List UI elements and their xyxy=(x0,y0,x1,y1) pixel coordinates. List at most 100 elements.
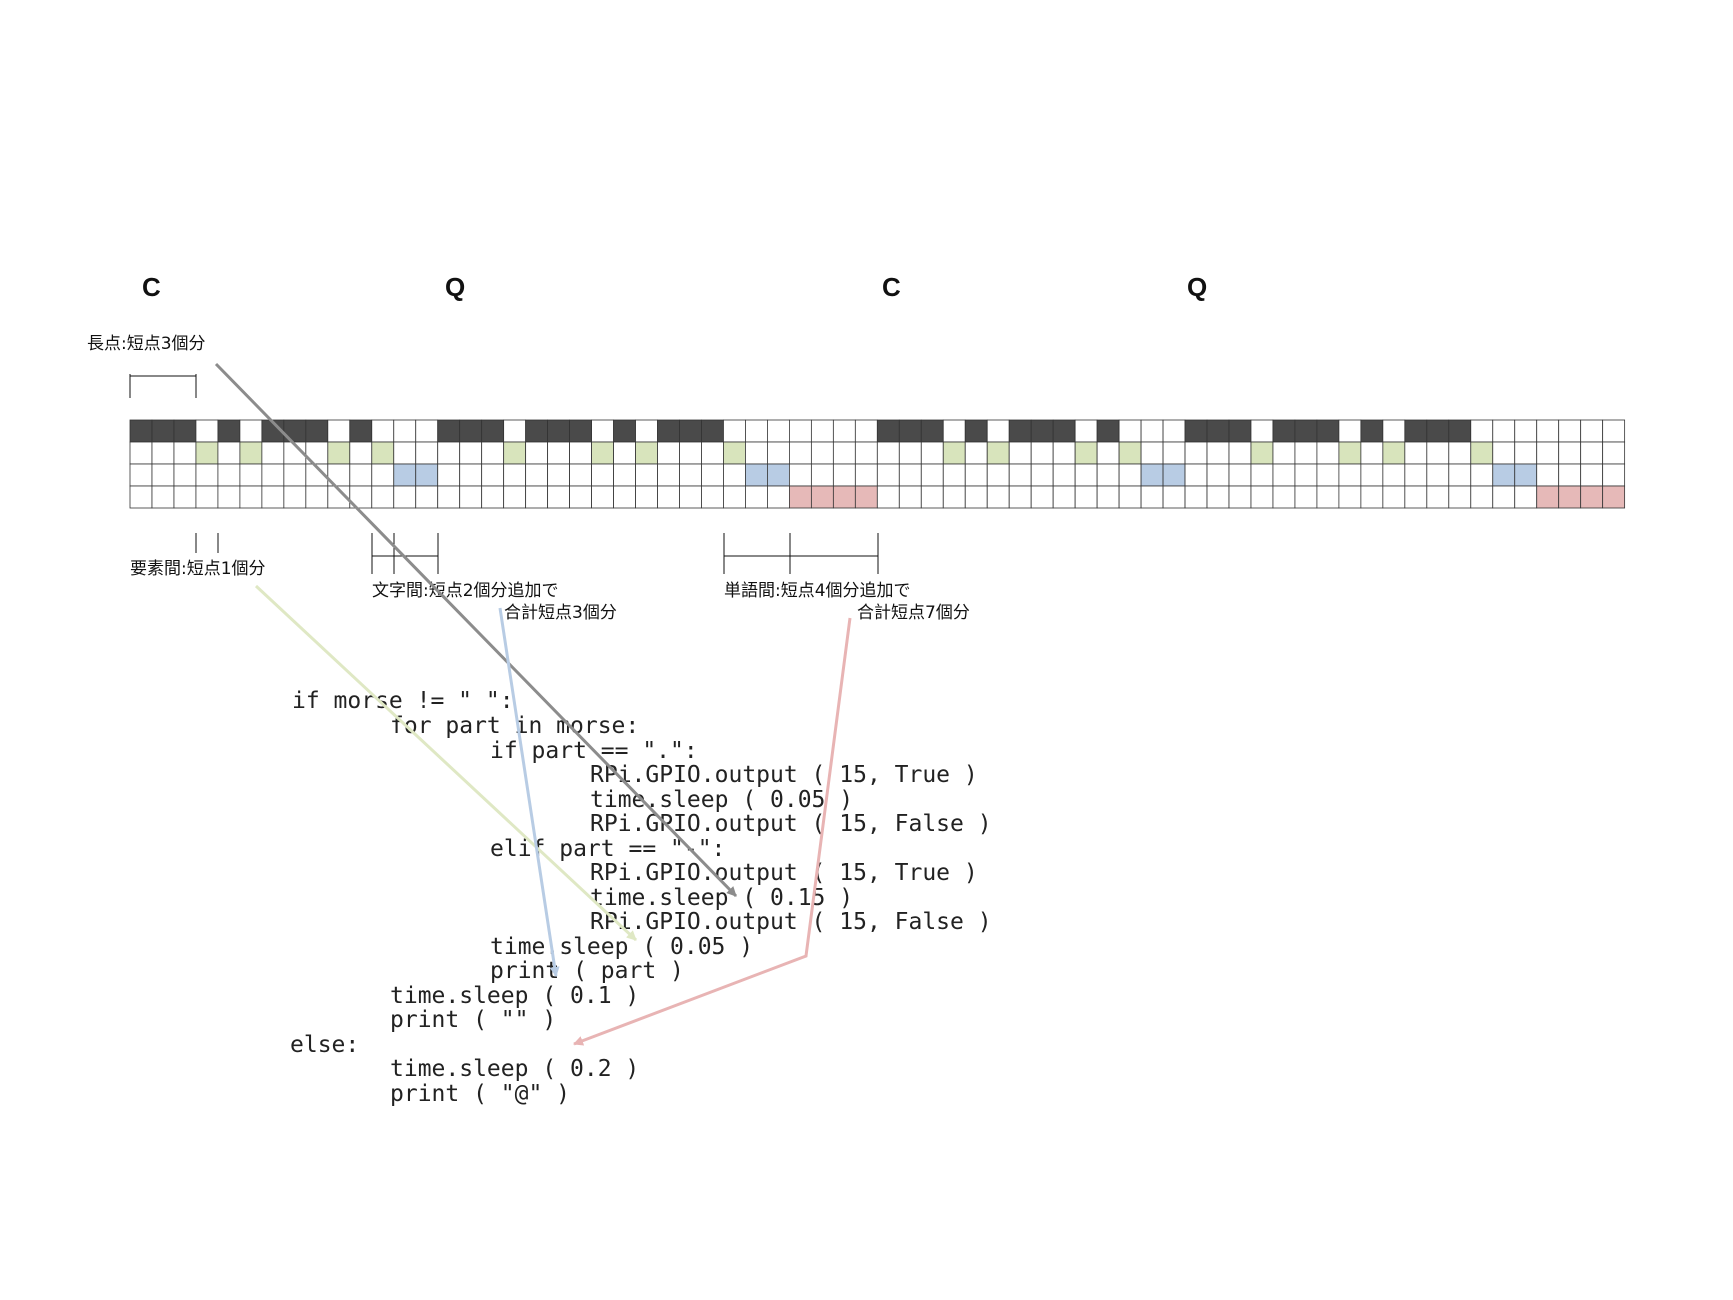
char-gap-row-cell xyxy=(1602,463,1626,487)
word-gap-row-cell xyxy=(371,485,395,509)
char-gap-row-cell xyxy=(173,463,197,487)
word-gap-row-cell xyxy=(239,485,263,509)
signal-row-cell xyxy=(1052,419,1076,443)
element-gap-row-cell xyxy=(1162,441,1186,465)
signal-row-cell xyxy=(1030,419,1054,443)
element-gap-row-cell xyxy=(635,441,658,465)
signal-row-cell xyxy=(964,419,988,443)
word-gap-row-cell xyxy=(723,485,746,509)
element-gap-row-cell xyxy=(1030,441,1054,465)
char-gap-row-cell xyxy=(415,463,439,487)
char-gap-row-cell xyxy=(723,463,746,487)
char-gap-row-cell xyxy=(920,463,944,487)
signal-row-cell xyxy=(1448,419,1472,443)
element-gap-row-cell xyxy=(393,441,417,465)
char-gap-row-cell xyxy=(832,463,856,487)
char-gap-row-cell xyxy=(1316,463,1340,487)
word-gap-row-cell xyxy=(569,485,592,509)
signal-row-cell xyxy=(1096,419,1120,443)
element-gap-row-cell xyxy=(986,441,1010,465)
signal-row-cell xyxy=(986,419,1010,443)
word-gap-row-cell xyxy=(898,485,922,509)
word-gap-row-cell xyxy=(1008,485,1032,509)
word-gap-row-cell xyxy=(217,485,241,509)
char-gap-row-cell xyxy=(1470,463,1494,487)
element-gap-row-cell xyxy=(1448,441,1472,465)
signal-row-cell xyxy=(1228,419,1252,443)
code-line: time.sleep ( 0.05 ) xyxy=(590,787,853,813)
element-gap-row-cell xyxy=(569,441,592,465)
signal-row-cell xyxy=(810,419,834,443)
signal-row-cell xyxy=(1162,419,1186,443)
word-gap-row-cell xyxy=(854,485,878,509)
word-gap-row-cell xyxy=(613,485,636,509)
word-gap-row-cell xyxy=(129,485,153,509)
element-gap-row-cell xyxy=(1558,441,1582,465)
element-gap-row-cell xyxy=(657,441,680,465)
word-gap-row-cell xyxy=(1514,485,1538,509)
signal-row-cell xyxy=(854,419,878,443)
signal-row-cell xyxy=(1360,419,1384,443)
element-gap-row-cell xyxy=(1426,441,1450,465)
signal-row-cell xyxy=(481,419,505,443)
char-gap-row-cell xyxy=(1118,463,1142,487)
code-line: time.sleep ( 0.15 ) xyxy=(590,885,853,911)
char-gap-row-cell xyxy=(371,463,395,487)
word-gap-row-cell xyxy=(1448,485,1472,509)
word-gap-row-cell xyxy=(1492,485,1516,509)
word-gap-row-cell xyxy=(525,485,549,509)
word-gap-row-cell xyxy=(1558,485,1582,509)
element-gap-row-cell xyxy=(1360,441,1384,465)
signal-row-cell xyxy=(1316,419,1340,443)
word-gap-row-cell xyxy=(942,485,966,509)
element-gap-row-cell xyxy=(591,441,614,465)
element-gap-row-cell xyxy=(1074,441,1098,465)
word-gap-row-cell xyxy=(151,485,175,509)
element-gap-row-cell xyxy=(767,441,790,465)
long-dot-bracket xyxy=(129,374,197,398)
element-gap-row-cell xyxy=(459,441,483,465)
element-gap-row-cell xyxy=(1514,441,1538,465)
char-gap-row-cell xyxy=(1052,463,1076,487)
char-gap-row-cell xyxy=(810,463,834,487)
signal-row-cell xyxy=(832,419,856,443)
char-gap-row-cell xyxy=(591,463,614,487)
code-line: time.sleep ( 0.05 ) xyxy=(490,934,753,960)
signal-row-cell xyxy=(1404,419,1428,443)
word-gap-row-cell xyxy=(1294,485,1318,509)
char-gap-row-cell xyxy=(1250,463,1274,487)
word-gap-row-cell xyxy=(591,485,614,509)
char-gap-row-cell xyxy=(151,463,175,487)
signal-row-cell xyxy=(1602,419,1626,443)
signal-row-cell xyxy=(591,419,614,443)
element-gap-row-cell xyxy=(1272,441,1296,465)
element-gap-arrow xyxy=(254,584,638,942)
signal-row-cell xyxy=(1536,419,1560,443)
signal-row-cell xyxy=(1470,419,1494,443)
signal-row-cell xyxy=(151,419,175,443)
element-gap-row-cell xyxy=(942,441,966,465)
element-gap-row-cell xyxy=(679,441,702,465)
char-gap-row-cell xyxy=(1272,463,1296,487)
element-gap-row-cell xyxy=(261,441,285,465)
char-gap-row-cell xyxy=(635,463,658,487)
char-gap-row-cell xyxy=(569,463,592,487)
word-gap-row-cell xyxy=(1404,485,1428,509)
char-gap-row-cell xyxy=(1228,463,1252,487)
signal-row-cell xyxy=(437,419,461,443)
element-gap-row-cell xyxy=(1294,441,1318,465)
word-gap-row-cell xyxy=(1184,485,1208,509)
char-gap-row-cell xyxy=(283,463,307,487)
signal-row-cell xyxy=(942,419,966,443)
word-gap-row-cell xyxy=(393,485,417,509)
element-gap-row-cell xyxy=(789,441,812,465)
signal-row-cell xyxy=(657,419,680,443)
letter-c-2: C xyxy=(882,272,901,302)
word-gap-row-cell xyxy=(1602,485,1626,509)
char-gap-label-line1: 文字間:短点2個分追加で xyxy=(372,581,559,601)
signal-row-cell xyxy=(1008,419,1032,443)
char-gap-row-cell xyxy=(349,463,373,487)
signal-row-cell xyxy=(789,419,812,443)
element-gap-row-cell xyxy=(613,441,636,465)
element-gap-bracket xyxy=(195,533,219,553)
